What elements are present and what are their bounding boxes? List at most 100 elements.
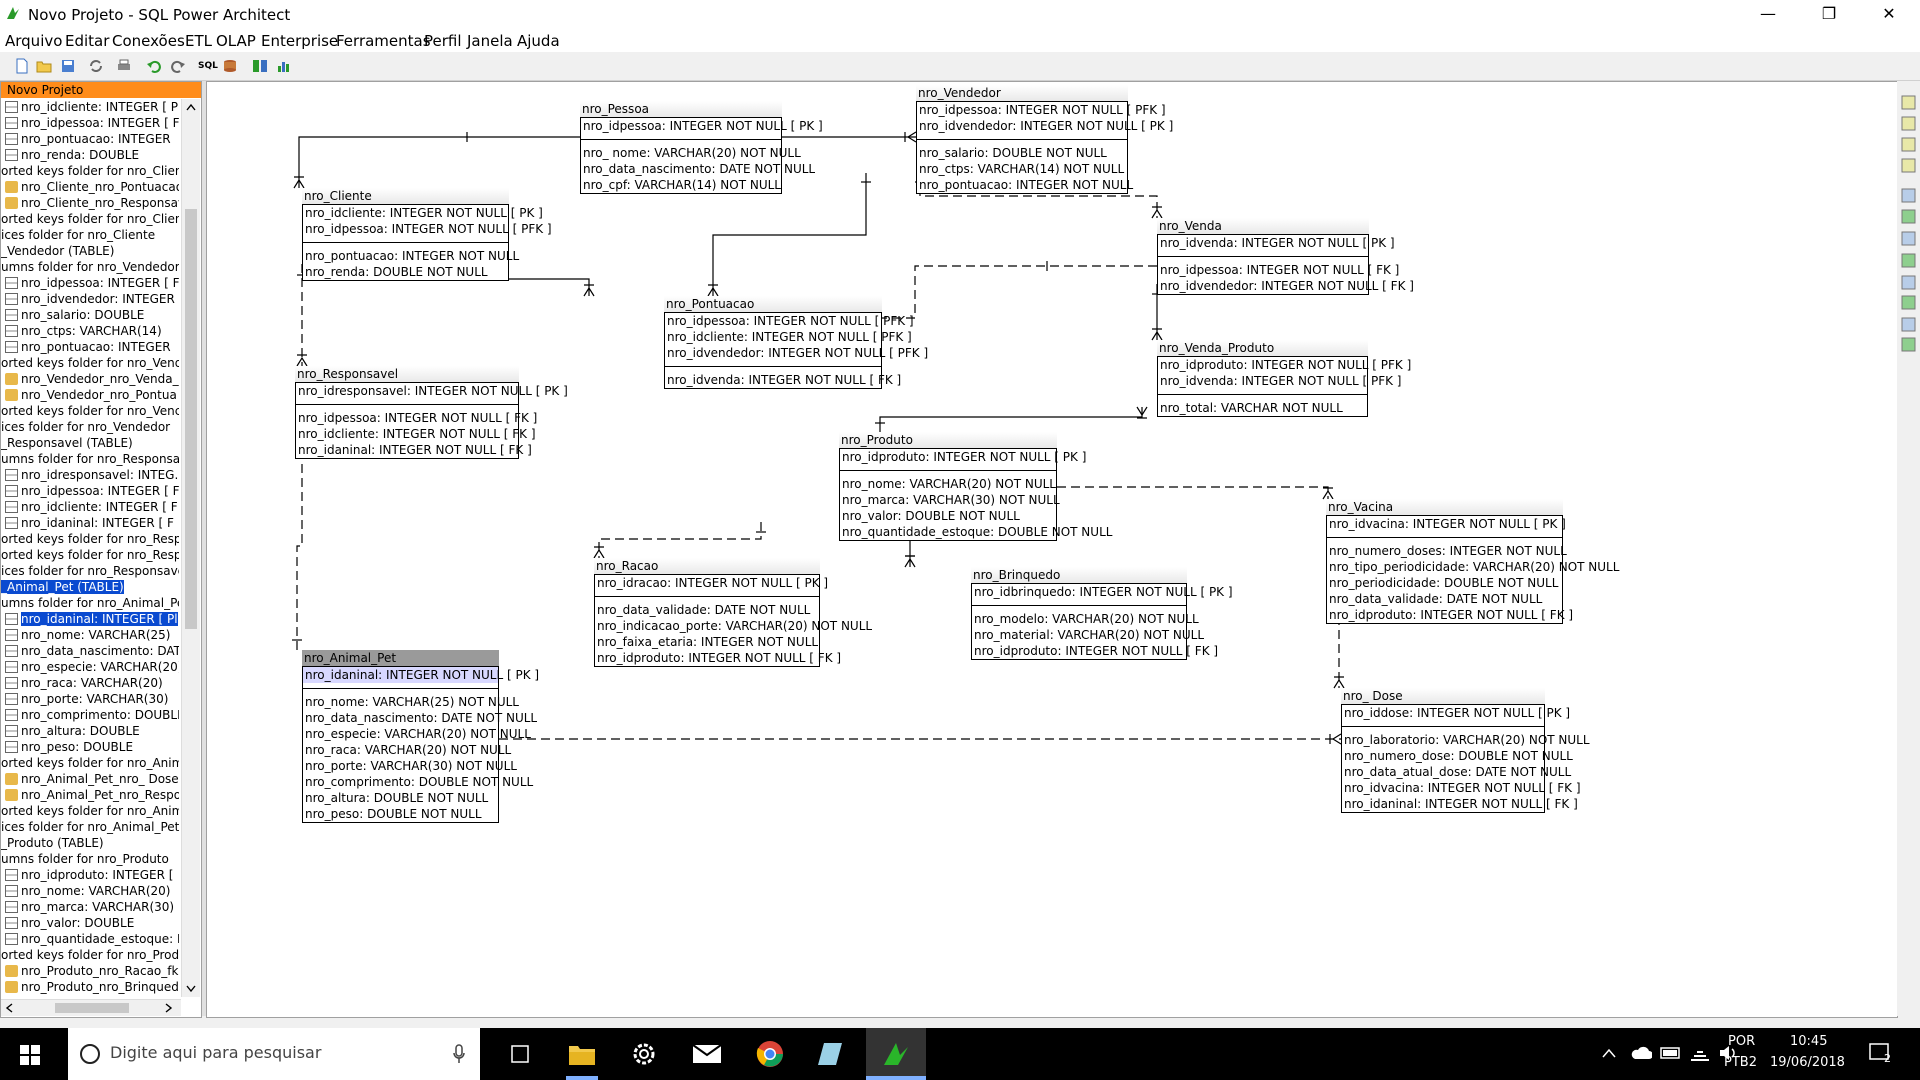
edit-icon[interactable] xyxy=(1901,275,1916,290)
onedrive-cloud-icon[interactable] xyxy=(1630,1045,1652,1061)
table-column[interactable]: nro_nome: VARCHAR(25) NOT NULL xyxy=(303,688,519,710)
scroll-up-icon[interactable] xyxy=(186,103,196,111)
table-column[interactable]: nro_data_validade: DATE NOT NULL xyxy=(1329,592,1543,606)
tree-item[interactable]: nro_comprimento: DOUBLE xyxy=(5,707,179,723)
table-column[interactable]: nro_idaninal: INTEGER NOT NULL [ FK ] xyxy=(1344,797,1578,811)
tree-item[interactable]: orted keys folder for nro_Venc xyxy=(1,403,179,419)
table-column[interactable]: nro_total: VARCHAR NOT NULL xyxy=(1158,394,1367,416)
align-icon[interactable] xyxy=(1901,337,1916,352)
table-column[interactable]: nro_comprimento: DOUBLE NOT NULL xyxy=(305,775,534,789)
table-name[interactable]: nro_Venda_Produto xyxy=(1157,340,1368,356)
tree-item[interactable]: ices folder for nro_Responsave xyxy=(1,563,179,579)
compare-icon[interactable] xyxy=(252,58,268,74)
menu-arquivo[interactable]: Arquivo xyxy=(5,32,63,50)
tree-item[interactable]: nro_peso: DOUBLE xyxy=(5,739,133,755)
table-column[interactable]: nro_numero_doses: INTEGER NOT NULL xyxy=(1327,537,1567,559)
pk-column[interactable]: nro_idracao: INTEGER NOT NULL [ PK ] xyxy=(597,576,829,590)
undo-icon[interactable] xyxy=(146,58,162,74)
table-column[interactable]: nro_ nome: VARCHAR(20) NOT NULL xyxy=(581,139,801,161)
windows-start-icon[interactable] xyxy=(20,1045,40,1065)
tree-item[interactable]: nro_Animal_Pet_nro_ Dose xyxy=(5,771,179,787)
print-icon[interactable] xyxy=(116,58,132,74)
tree-item[interactable]: nro_marca: VARCHAR(30) xyxy=(5,899,174,915)
tree-item[interactable]: nro_salario: DOUBLE xyxy=(5,307,144,323)
table-column[interactable]: nro_laboratorio: VARCHAR(20) NOT NULL xyxy=(1342,726,1590,748)
print-preview-icon[interactable] xyxy=(1901,188,1916,203)
chrome-icon[interactable] xyxy=(756,1040,784,1068)
tree-item[interactable]: nro_Animal_Pet_nro_Respo xyxy=(5,787,179,803)
notifications-icon[interactable] xyxy=(1868,1042,1894,1066)
tree-item[interactable]: nro_idproduto: INTEGER [ xyxy=(5,867,173,883)
rel-produto-racao[interactable] xyxy=(598,522,762,558)
tree-item[interactable]: nro_pontuacao: INTEGER xyxy=(5,131,171,147)
tree-item[interactable]: nro_altura: DOUBLE xyxy=(5,723,140,739)
table-column[interactable]: nro_idpessoa: INTEGER NOT NULL [ FK ] xyxy=(296,404,537,426)
pk-column[interactable]: nro_idpessoa: INTEGER NOT NULL [ PFK ] xyxy=(919,103,1166,117)
maximize-button[interactable]: ❐ xyxy=(1821,4,1837,23)
tree-item[interactable]: nro_nome: VARCHAR(25) xyxy=(5,627,170,643)
table-name[interactable]: nro_Responsavel xyxy=(295,366,519,382)
menu-perfil[interactable]: Perfil xyxy=(424,32,462,50)
table-column[interactable]: nro_material: VARCHAR(20) NOT NULL xyxy=(974,628,1205,642)
table-column[interactable]: nro_raca: VARCHAR(20) NOT NULL xyxy=(305,743,512,757)
tree-item[interactable]: nro_idpessoa: INTEGER [ F xyxy=(5,275,179,291)
table-column[interactable]: nro_porte: VARCHAR(30) NOT NULL xyxy=(305,759,517,773)
tree-item[interactable]: orted keys folder for nro_Produ xyxy=(1,947,179,963)
table-column[interactable]: nro_tipo_periodicidade: VARCHAR(20) NOT … xyxy=(1329,560,1620,574)
table-column[interactable]: nro_nome: VARCHAR(20) NOT NULL xyxy=(840,470,1056,492)
tree-item[interactable]: _Responsavel (TABLE) xyxy=(1,435,133,451)
save-icon[interactable] xyxy=(60,58,76,74)
tree-item[interactable]: nro_idpessoa: INTEGER [ F xyxy=(5,115,179,131)
mail-icon[interactable] xyxy=(692,1044,722,1064)
zoom-out-icon[interactable] xyxy=(1901,116,1916,131)
pk-column[interactable]: nro_idproduto: INTEGER NOT NULL [ PK ] xyxy=(842,450,1087,464)
tree-item[interactable]: nro_idcliente: INTEGER [ P xyxy=(5,99,178,115)
table-column[interactable]: nro_pontuacao: INTEGER NOT NULL xyxy=(303,242,519,264)
tree-item[interactable]: orted keys folder for nro_Anim xyxy=(1,803,179,819)
chart-icon[interactable] xyxy=(276,58,292,74)
scroll-left-icon[interactable] xyxy=(5,1003,13,1013)
table-column[interactable]: nro_salario: DOUBLE NOT NULL xyxy=(917,139,1127,161)
tree-item[interactable]: ices folder for nro_Cliente xyxy=(1,227,155,243)
pk-column[interactable]: nro_idproduto: INTEGER NOT NULL [ PFK ] xyxy=(1160,358,1412,372)
table-column[interactable]: nro_data_validade: DATE NOT NULL xyxy=(595,596,819,618)
tree-item[interactable]: nro_idvendedor: INTEGER xyxy=(5,291,175,307)
task-view-icon[interactable] xyxy=(508,1044,532,1064)
tree-item[interactable]: _Animal_Pet (TABLE) xyxy=(1,579,124,595)
tree-item[interactable]: nro_nome: VARCHAR(20) xyxy=(5,883,170,899)
minimize-button[interactable]: — xyxy=(1760,4,1776,23)
pk-column[interactable]: nro_idpessoa: INTEGER NOT NULL [ PFK ] xyxy=(667,314,914,328)
table-column[interactable]: nro_periodicidade: DOUBLE NOT NULL xyxy=(1329,576,1559,590)
pk-column[interactable]: nro_idvenda: INTEGER NOT NULL [ PFK ] xyxy=(1160,374,1402,388)
database-icon[interactable] xyxy=(222,58,238,74)
menu-ajuda[interactable]: Ajuda xyxy=(517,32,560,50)
pk-column[interactable]: nro_idpessoa: INTEGER NOT NULL [ PFK ] xyxy=(305,222,552,236)
table-column[interactable]: nro_data_nascimento: DATE NOT NULL xyxy=(583,162,816,176)
add-table-icon[interactable] xyxy=(1901,209,1916,224)
open-folder-icon[interactable] xyxy=(36,58,52,74)
tree-item[interactable]: nro_idaninal: INTEGER [ Pl xyxy=(5,611,178,627)
file-explorer-icon[interactable] xyxy=(568,1042,596,1066)
table-name[interactable]: nro_Pessoa xyxy=(580,101,782,117)
add-column-icon[interactable] xyxy=(1901,231,1916,246)
menu-conexoes[interactable]: Conexões xyxy=(112,32,185,50)
table-column[interactable]: nro_renda: DOUBLE NOT NULL xyxy=(305,265,488,279)
microphone-icon[interactable] xyxy=(453,1044,465,1064)
table-name[interactable]: nro_Pontuacao xyxy=(664,296,882,312)
add-relationship-icon[interactable] xyxy=(1901,253,1916,268)
pk-column[interactable]: nro_idaninal: INTEGER NOT NULL [ PK ] xyxy=(303,667,540,683)
table-column[interactable]: nro_faixa_etaria: INTEGER NOT NULL xyxy=(597,635,819,649)
tree-item[interactable]: nro_porte: VARCHAR(30) xyxy=(5,691,168,707)
tree-vertical-scrollbar[interactable] xyxy=(181,99,200,997)
table-column[interactable]: nro_data_atual_dose: DATE NOT NULL xyxy=(1344,765,1572,779)
tree-item[interactable]: nro_raca: VARCHAR(20) xyxy=(5,675,163,691)
taskbar-power-architect[interactable] xyxy=(866,1028,926,1080)
tree-item[interactable]: nro_ctps: VARCHAR(14) xyxy=(5,323,162,339)
menu-ferramentas[interactable]: Ferramentas xyxy=(336,32,431,50)
